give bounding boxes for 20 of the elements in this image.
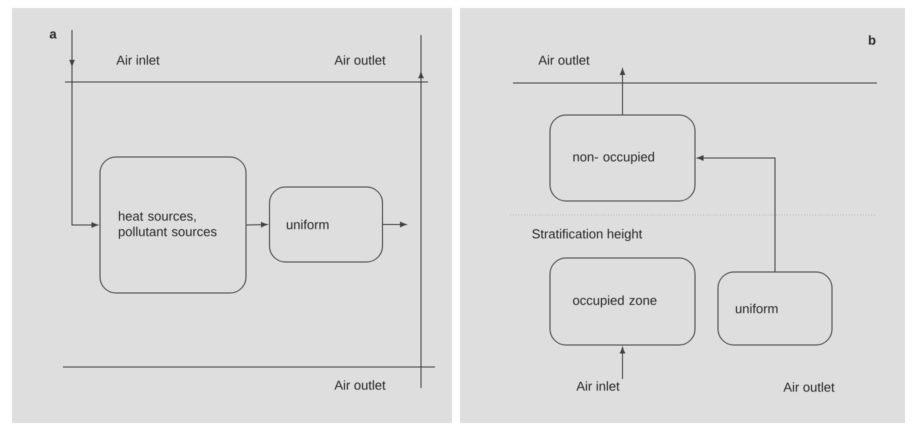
arrow — [69, 30, 98, 228]
flow-label: Air outlet — [538, 55, 590, 65]
arrow — [382, 222, 406, 228]
arrow — [246, 222, 268, 228]
arrow — [620, 68, 626, 115]
panel-letter: b — [868, 35, 876, 45]
text-label: Air inlet — [116, 55, 160, 65]
process-box: heat sources, pollutant sources — [100, 156, 246, 294]
process-box: uniform — [718, 272, 832, 346]
text-label: Air outlet — [783, 382, 835, 392]
arrow — [697, 155, 776, 272]
process-box: uniform — [269, 186, 383, 262]
panel-letter: a — [50, 31, 57, 39]
process-box: non- occupied — [550, 114, 696, 202]
arrow — [620, 347, 626, 380]
text-label: Air outlet — [334, 55, 386, 65]
process-box: occupied zone — [550, 258, 696, 346]
text-label: Air outlet — [334, 380, 386, 390]
text-label: Stratification height — [532, 228, 642, 242]
flow-label: Air inlet — [576, 381, 620, 391]
